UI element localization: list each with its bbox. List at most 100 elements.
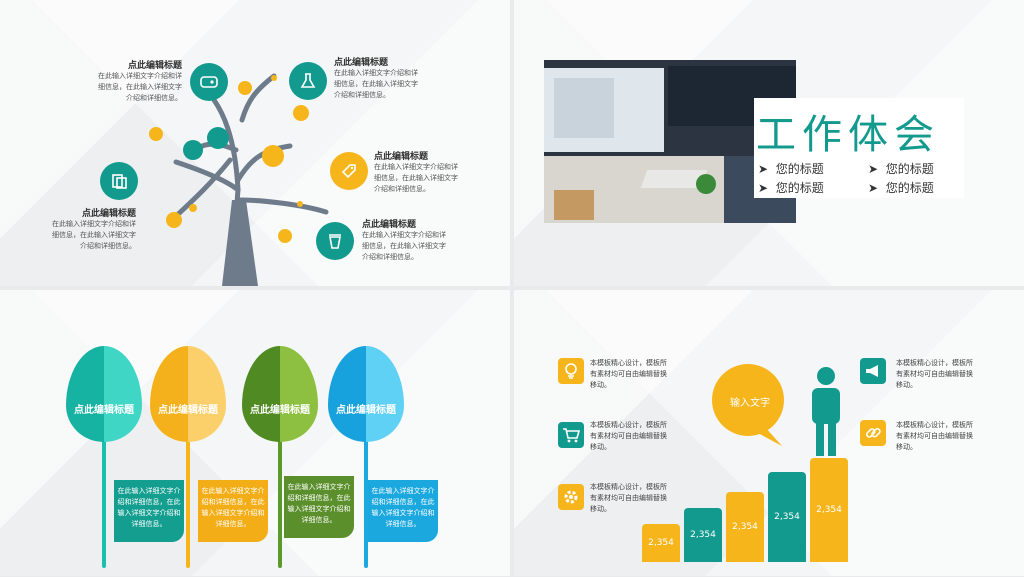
bubble-text: 输入文字 bbox=[730, 398, 770, 409]
leaf-shape bbox=[328, 346, 404, 442]
feature-text: 本模板精心设计，模板所有素材均可自由编辑替换移动。 bbox=[896, 420, 986, 453]
feature-line: 有素材均可自由编辑替换 bbox=[896, 432, 973, 440]
item-title: 点此编辑标题 bbox=[127, 61, 182, 71]
office-photo bbox=[544, 60, 796, 223]
item-desc-line: 细信息，在此输入详细文字 bbox=[334, 80, 418, 88]
card-line: 详细信息。 bbox=[131, 520, 167, 528]
list-item: ➤ 您的标题 bbox=[758, 181, 824, 195]
item-title: 点此编辑标题 bbox=[374, 152, 429, 162]
card-line: 详细信息。 bbox=[385, 520, 421, 528]
item-desc-line: 细信息，在此输入详细文字 bbox=[98, 83, 182, 91]
feature-text: 本模板精心设计，模板所有素材均可自由编辑替换移动。 bbox=[590, 420, 680, 453]
cup-icon bbox=[316, 222, 354, 260]
item-desc-line: 介绍和详细信息。 bbox=[126, 94, 182, 102]
feature-text: 本模板精心设计，模板所有素材均可自由编辑替换移动。 bbox=[896, 358, 986, 391]
leaf-stem bbox=[186, 420, 190, 568]
card-line: 在此输入详细文字介 bbox=[201, 487, 265, 495]
card-line: 绍和详细信息，在此 bbox=[201, 498, 265, 506]
title-panel bbox=[754, 98, 964, 198]
person-icon bbox=[812, 367, 840, 456]
feature-line: 移动。 bbox=[896, 381, 917, 389]
item-desc-line: 介绍和详细信息。 bbox=[334, 91, 390, 99]
feature-line: 本模板精心设计，模板所 bbox=[896, 421, 973, 429]
leaf-card: 在此输入详细文字介绍和详细信息，在此输入详细文字介绍和详细信息。 bbox=[368, 480, 438, 542]
feature-line: 有素材均可自由编辑替换 bbox=[896, 370, 973, 378]
item-desc-line: 在此输入详细文字介绍和详 bbox=[52, 220, 136, 228]
leaf-title: 点此编辑标题 bbox=[336, 405, 396, 416]
tree-item-2: 点此编辑标题 在此输入详细文字介绍和详细信息，在此输入详细文字介绍和详细信息。 bbox=[334, 55, 434, 101]
feature-line: 本模板精心设计，模板所 bbox=[590, 483, 667, 491]
leaf-title: 点此编辑标题 bbox=[74, 405, 134, 416]
card-line: 详细信息。 bbox=[215, 520, 251, 528]
slide-tree[interactable]: 点此编辑标题 在此输入详细文字介绍和详细信息，在此输入详细文字介绍和详细信息。 … bbox=[0, 0, 510, 286]
feature-line: 有素材均可自由编辑替换 bbox=[590, 494, 667, 502]
item-desc-line: 细信息，在此输入详细文字 bbox=[362, 242, 446, 250]
flask-icon bbox=[289, 62, 327, 100]
list-item-label: 您的标题 bbox=[775, 162, 824, 176]
list-item: ➤ 您的标题 bbox=[868, 162, 934, 176]
item-desc-line: 在此输入详细文字介绍和详 bbox=[98, 72, 182, 80]
bar-4: 2,354 bbox=[768, 472, 806, 562]
item-desc-line: 在此输入详细文字介绍和详 bbox=[334, 69, 418, 77]
leaf-stem bbox=[102, 420, 106, 568]
leaf-stem bbox=[278, 420, 282, 568]
link-icon bbox=[860, 420, 886, 446]
list-item-label: 您的标题 bbox=[775, 181, 824, 195]
feature-line: 本模板精心设计，模板所 bbox=[896, 359, 973, 367]
leaf-title: 点此编辑标题 bbox=[250, 405, 310, 416]
leaf-title: 点此编辑标题 bbox=[158, 405, 218, 416]
item-desc-line: 细信息，在此输入详细文字 bbox=[52, 231, 136, 239]
bar-3: 2,354 bbox=[726, 492, 764, 562]
slide-leaves[interactable]: 点此编辑标题 在此输入详细文字介绍和详细信息，在此输入详细文字介绍和详细信息。 … bbox=[0, 290, 510, 576]
feature-line: 有素材均可自由编辑替换 bbox=[590, 370, 667, 378]
leaf-shape bbox=[150, 346, 226, 442]
lightbulb-icon bbox=[558, 358, 584, 384]
leaf-card: 在此输入详细文字介绍和详细信息，在此输入详细文字介绍和详细信息。 bbox=[114, 480, 184, 542]
slide-work[interactable]: 工作体会 ➤ 您的标题 ➤ 您的标题 ➤ 您的标题 ➤ 您的标题 bbox=[514, 0, 1024, 286]
feature-text: 本模板精心设计，模板所有素材均可自由编辑替换移动。 bbox=[590, 358, 680, 391]
card-line: 在此输入详细文字介 bbox=[117, 487, 181, 495]
documents-icon bbox=[100, 162, 138, 200]
gear-icon bbox=[558, 484, 584, 510]
list-item: ➤ 您的标题 bbox=[868, 181, 934, 195]
card-line: 绍和详细信息，在此 bbox=[371, 498, 435, 506]
item-title: 点此编辑标题 bbox=[81, 209, 136, 219]
tree-item-5: 点此编辑标题 在此输入详细文字介绍和详细信息，在此输入详细文字介绍和详细信息。 bbox=[362, 217, 462, 263]
leaf-shape bbox=[66, 346, 142, 442]
item-title: 点此编辑标题 bbox=[334, 58, 389, 68]
cart-icon bbox=[558, 422, 584, 448]
leaf-stem bbox=[364, 420, 368, 568]
card-line: 在此输入详细文字介 bbox=[371, 487, 435, 495]
item-desc-line: 在此输入详细文字介绍和详 bbox=[362, 231, 446, 239]
card-line: 输入详细文字介绍和 bbox=[371, 509, 435, 517]
card-line: 在此输入详细文字介 bbox=[287, 483, 351, 491]
leaf-card: 在此输入详细文字介绍和详细信息，在此输入详细文字介绍和详细信息。 bbox=[198, 480, 268, 542]
tag-icon bbox=[190, 63, 228, 101]
bar-1: 2,354 bbox=[642, 524, 680, 562]
feature-line: 移动。 bbox=[590, 505, 611, 513]
tree-item-4: 点此编辑标题 在此输入详细文字介绍和详细信息，在此输入详细文字介绍和详细信息。 bbox=[374, 149, 474, 195]
bar-2: 2,354 bbox=[684, 508, 722, 562]
item-desc-line: 细信息，在此输入详细文字 bbox=[374, 174, 458, 182]
slide-infographic[interactable]: 本模板精心设计，模板所有素材均可自由编辑替换移动。 本模板精心设计，模板所有素材… bbox=[514, 290, 1024, 576]
feature-line: 有素材均可自由编辑替换 bbox=[590, 432, 667, 440]
list-item-label: 您的标题 bbox=[885, 181, 934, 195]
list-item: ➤ 您的标题 bbox=[758, 162, 824, 176]
card-line: 绍和详细信息，在此 bbox=[287, 494, 351, 502]
feature-line: 移动。 bbox=[896, 443, 917, 451]
tree-graphic bbox=[149, 73, 329, 286]
leaf-card: 在此输入详细文字介绍和详细信息，在此输入详细文字介绍和详细信息。 bbox=[284, 476, 354, 538]
item-desc-line: 介绍和详细信息。 bbox=[362, 253, 418, 261]
card-line: 输入详细文字介绍和 bbox=[201, 509, 265, 517]
item-desc-line: 介绍和详细信息。 bbox=[80, 242, 136, 250]
tree-item-1: 点此编辑标题 在此输入详细文字介绍和详细信息，在此输入详细文字介绍和详细信息。 bbox=[90, 58, 182, 104]
item-title: 点此编辑标题 bbox=[362, 220, 417, 230]
item-desc-line: 介绍和详细信息。 bbox=[374, 185, 430, 193]
speech-bubble bbox=[712, 364, 784, 446]
feature-line: 本模板精心设计，模板所 bbox=[590, 421, 667, 429]
megaphone-icon bbox=[860, 358, 886, 384]
feature-line: 本模板精心设计，模板所 bbox=[590, 359, 667, 367]
list-item-label: 您的标题 bbox=[885, 162, 934, 176]
leaf-shape bbox=[242, 346, 318, 442]
bar-5: 2,354 bbox=[810, 458, 848, 562]
